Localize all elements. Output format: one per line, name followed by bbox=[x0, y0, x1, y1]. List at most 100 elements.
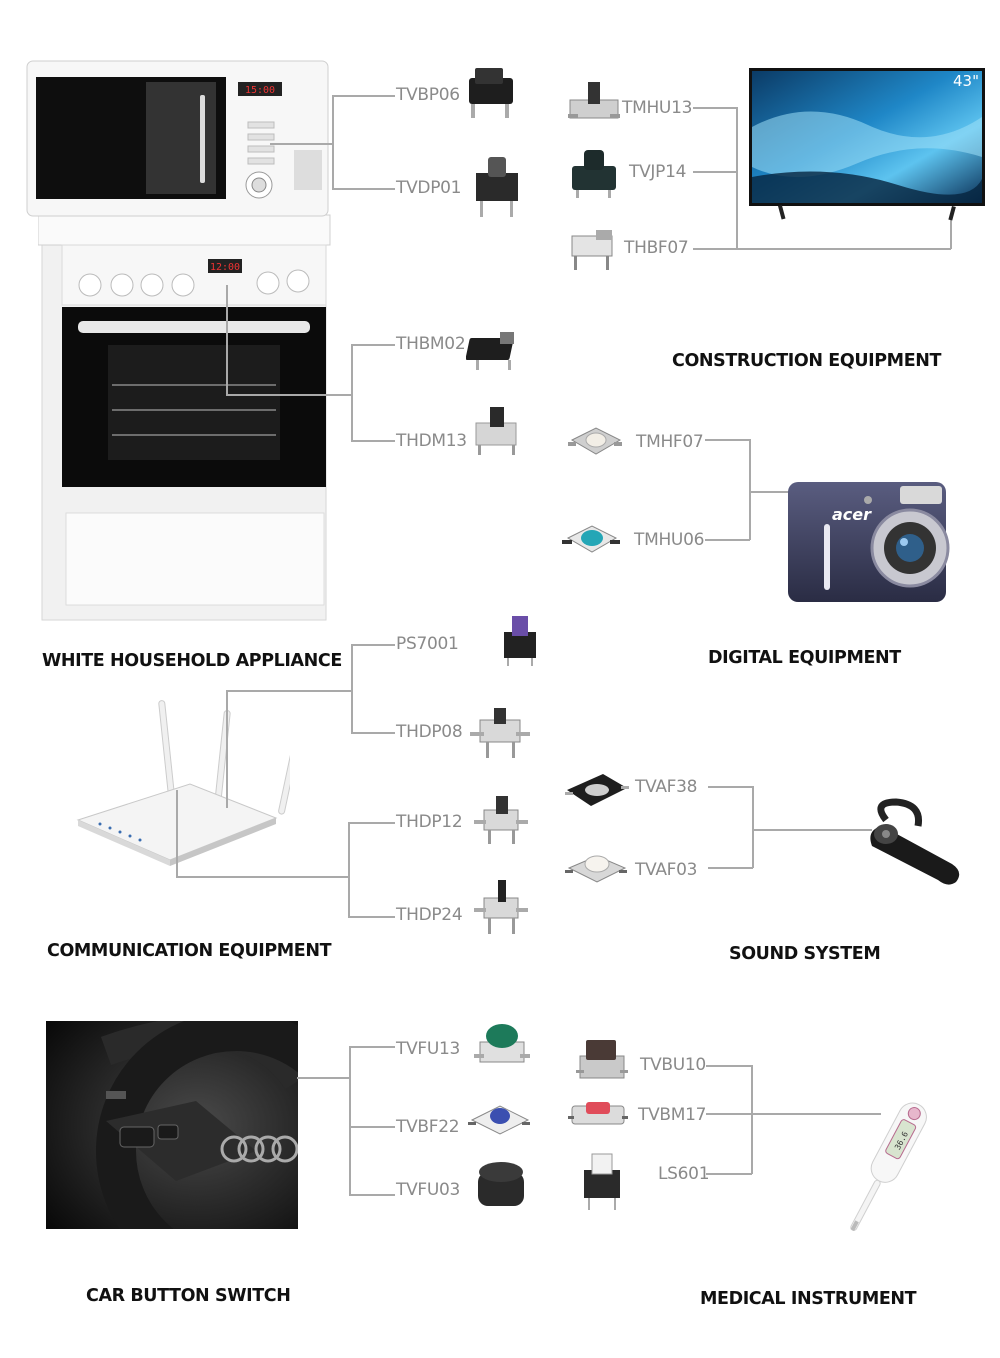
connector-line bbox=[706, 1065, 752, 1067]
connector-line bbox=[176, 790, 178, 877]
connector-line bbox=[749, 439, 751, 540]
connector-line bbox=[693, 248, 951, 250]
connector-line bbox=[950, 218, 952, 249]
connector-line bbox=[349, 1046, 395, 1048]
connector-line bbox=[332, 188, 395, 190]
connector-line bbox=[351, 344, 395, 346]
part-code-thbf07: THBF07 bbox=[624, 238, 689, 258]
part-code-ps7001: PS7001 bbox=[396, 634, 459, 654]
switch-image-tvaf03 bbox=[563, 846, 629, 892]
cooker-illustration: 12:00 bbox=[38, 195, 333, 630]
switch-image-tmhu13 bbox=[566, 80, 622, 128]
switch-image-tmhu06 bbox=[560, 516, 622, 562]
category-title-car: CAR BUTTON SWITCH bbox=[86, 1286, 291, 1306]
switch-image-tvbm17 bbox=[566, 1094, 630, 1134]
connector-line bbox=[348, 822, 350, 917]
switch-image-tvfu13 bbox=[472, 1018, 532, 1072]
part-code-tmhf07: TMHF07 bbox=[636, 432, 704, 452]
connector-line bbox=[706, 1173, 752, 1175]
connector-line bbox=[226, 690, 352, 692]
part-code-tmhu06: TMHU06 bbox=[634, 530, 705, 550]
connector-line bbox=[176, 876, 349, 878]
switch-image-thdp08 bbox=[466, 702, 532, 760]
category-title-construction: CONSTRUCTION EQUIPMENT bbox=[672, 351, 942, 371]
switch-image-tmhf07 bbox=[566, 420, 624, 468]
part-code-thbm02: THBM02 bbox=[396, 334, 466, 354]
part-code-tvaf03: TVAF03 bbox=[635, 860, 698, 880]
part-code-thdm13: THDM13 bbox=[396, 431, 467, 451]
connector-line bbox=[297, 1077, 350, 1079]
switch-image-tvbp06 bbox=[465, 64, 519, 122]
switch-image-tvdp01 bbox=[472, 155, 522, 219]
connector-line bbox=[348, 916, 395, 918]
connector-line bbox=[351, 644, 353, 733]
connector-line bbox=[226, 394, 352, 396]
connector-line bbox=[708, 867, 753, 869]
connector-line bbox=[705, 539, 750, 541]
switch-image-tvbu10 bbox=[574, 1036, 630, 1086]
category-title-white-household: WHITE HOUSEHOLD APPLIANCE bbox=[42, 651, 342, 671]
headset-illustration bbox=[852, 796, 967, 891]
category-title-communication: COMMUNICATION EQUIPMENT bbox=[47, 941, 332, 961]
connector-line bbox=[693, 107, 737, 109]
connector-line bbox=[332, 95, 395, 97]
connector-line bbox=[348, 822, 395, 824]
connector-line bbox=[226, 285, 228, 395]
connector-line bbox=[752, 786, 754, 868]
category-title-digital: DIGITAL EQUIPMENT bbox=[708, 648, 901, 668]
switch-image-thbf07 bbox=[566, 224, 622, 272]
microwave-display-text: 15:00 bbox=[245, 85, 275, 96]
part-code-thdp08: THDP08 bbox=[396, 722, 463, 742]
part-code-tvdp01: TVDP01 bbox=[396, 178, 462, 198]
switch-image-thdp24 bbox=[470, 878, 530, 936]
part-code-ls601: LS601 bbox=[658, 1164, 710, 1184]
part-code-tvbp06: TVBP06 bbox=[396, 85, 460, 105]
part-code-tvjp14: TVJP14 bbox=[629, 162, 687, 182]
router-illustration bbox=[70, 700, 290, 870]
part-code-tmhu13: TMHU13 bbox=[622, 98, 693, 118]
part-code-tvfu13: TVFU13 bbox=[396, 1039, 461, 1059]
tv-size-label: 43" bbox=[953, 72, 979, 90]
connector-line bbox=[351, 344, 353, 441]
switch-image-ps7001 bbox=[498, 614, 542, 666]
connector-line bbox=[332, 95, 334, 189]
connector-line bbox=[736, 107, 738, 249]
connector-line bbox=[351, 440, 395, 442]
switch-image-thdp12 bbox=[470, 792, 530, 846]
switch-image-ls601 bbox=[578, 1150, 626, 1212]
part-code-tvbm17: TVBM17 bbox=[638, 1105, 707, 1125]
tv-illustration bbox=[748, 67, 988, 222]
connector-line bbox=[349, 1126, 395, 1128]
connector-line bbox=[752, 829, 872, 831]
connector-line bbox=[749, 491, 799, 493]
category-title-medical: MEDICAL INSTRUMENT bbox=[700, 1289, 917, 1309]
connector-line bbox=[351, 732, 395, 734]
part-code-tvbu10: TVBU10 bbox=[640, 1055, 706, 1075]
switch-image-thdm13 bbox=[470, 405, 526, 457]
connector-line bbox=[349, 1194, 395, 1196]
switch-image-thbm02 bbox=[466, 328, 522, 374]
connector-line bbox=[270, 143, 333, 145]
camera-brand-text: acer bbox=[832, 505, 872, 524]
part-code-tvaf38: TVAF38 bbox=[635, 777, 698, 797]
oven-display-text: 12:00 bbox=[210, 262, 240, 273]
microwave-illustration: 15:00 bbox=[26, 60, 331, 220]
switch-image-tvjp14 bbox=[566, 148, 622, 200]
connector-line bbox=[226, 690, 228, 808]
switch-image-tvaf38 bbox=[563, 770, 631, 812]
connector-line bbox=[751, 1065, 753, 1174]
connector-line bbox=[708, 786, 753, 788]
connector-line bbox=[693, 171, 737, 173]
camera-illustration: acer bbox=[782, 468, 952, 608]
connector-line bbox=[705, 439, 750, 441]
switch-image-tvbf22 bbox=[466, 1094, 532, 1142]
part-code-tvfu03: TVFU03 bbox=[396, 1180, 461, 1200]
connector-line bbox=[706, 1113, 752, 1115]
connector-line bbox=[349, 1046, 351, 1195]
part-code-thdp24: THDP24 bbox=[396, 905, 463, 925]
connector-line bbox=[751, 1113, 881, 1115]
connector-line bbox=[351, 644, 395, 646]
part-code-tvbf22: TVBF22 bbox=[396, 1117, 460, 1137]
steering-wheel-photo bbox=[46, 1021, 298, 1229]
switch-image-tvfu03 bbox=[474, 1158, 528, 1212]
